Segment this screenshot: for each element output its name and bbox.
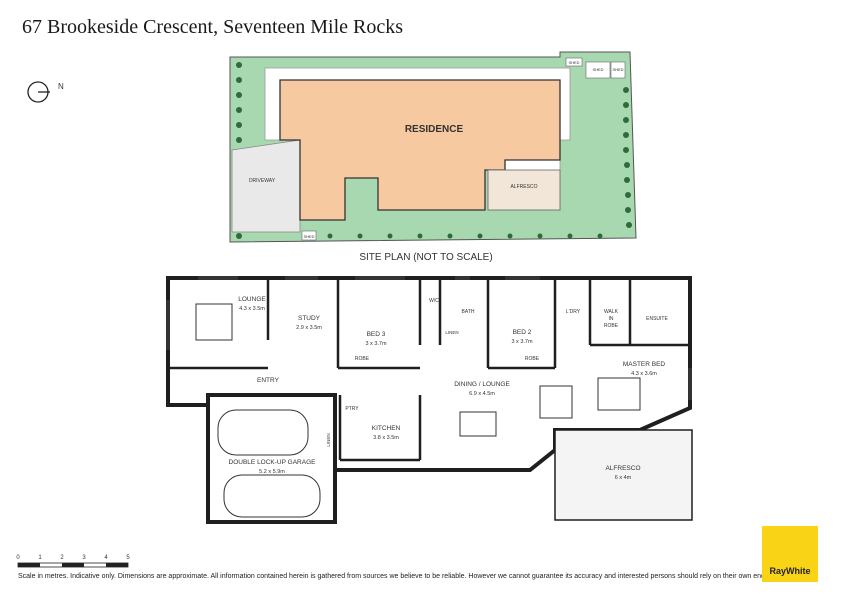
residence-footprint (279, 79, 561, 221)
car-icons (217, 409, 321, 518)
shed-small-label: SHED (568, 60, 579, 65)
dining-lounge-table (539, 385, 573, 419)
driveway (231, 139, 301, 233)
room-lounge-size: 4.3 x 3.5m (239, 306, 265, 312)
scale-tick-0: 0 (16, 555, 20, 561)
room-ensuite: ENSUITE (646, 316, 668, 322)
compass-icon: N (27, 81, 64, 103)
room-bed2-name: BED 2 (513, 329, 532, 336)
interior-walls (168, 278, 690, 462)
room-ptry: PTRY (345, 406, 359, 412)
room-wc: W/C (429, 298, 439, 304)
master-bed-furniture (597, 377, 641, 411)
room-bed2-size: 3 x 3.7m (511, 339, 533, 345)
scale-tick-5: 5 (126, 555, 130, 561)
room-master-name: MASTER BED (623, 361, 666, 368)
room-walkin-line3: ROBE (604, 323, 619, 329)
room-robe1: ROBE (355, 356, 370, 362)
scale-bar: 0 1 2 3 4 5 (16, 555, 130, 568)
room-alfresco-name: ALFRESCO (605, 465, 640, 472)
room-study-size: 2.9 x 3.5m (296, 325, 322, 331)
room-ldry: L'DRY (566, 309, 581, 315)
room-bed3-name: BED 3 (367, 331, 386, 338)
dining-table (459, 411, 497, 437)
room-linen1: LINEN (445, 330, 458, 335)
room-walkin-line2: IN (609, 316, 614, 322)
room-bath: BATH (462, 309, 475, 315)
room-linen2: LINEN (326, 433, 331, 446)
shed-large-label: SHED (592, 67, 603, 72)
site-plan: RESIDENCE DRIVEWAY ALFRESCO SHED SHED SH… (229, 51, 637, 263)
site-alfresco (487, 169, 561, 211)
shed-bottom-label: SHED (303, 234, 314, 239)
alfresco-floor (554, 429, 693, 521)
room-bed3-size: 3 x 3.7m (365, 341, 387, 347)
room-master-size: 4.3 x 3.6m (631, 371, 657, 377)
floor-plan (166, 276, 693, 524)
hedge-dots (236, 62, 632, 239)
windows (166, 276, 692, 400)
room-kitchen-name: KITCHEN (372, 425, 401, 432)
shed-right-label: SHED (612, 67, 623, 72)
room-alfresco-size: 6 x 4m (615, 475, 632, 481)
room-kitchen-size: 3.8 x 3.5m (373, 435, 399, 441)
room-labels: LOUNGE 4.3 x 3.5m STUDY 2.9 x 3.5m BED 3… (229, 296, 669, 481)
room-dining-size: 6.9 x 4.5m (469, 391, 495, 397)
room-garage-name: DOUBLE LOCK-UP GARAGE (229, 459, 317, 466)
brand-name: RayWhite (769, 566, 811, 576)
scale-tick-4: 4 (104, 555, 108, 561)
raywhite-logo: RayWhite (762, 526, 818, 582)
room-study-name: STUDY (298, 315, 321, 322)
room-garage-size: 5.2 x 5.9m (259, 469, 285, 475)
room-lounge-name: LOUNGE (238, 296, 266, 303)
page-title: 67 Brookeside Crescent, Seventeen Mile R… (22, 16, 404, 38)
site-alfresco-label: ALFRESCO (511, 184, 538, 190)
room-dining-name: DINING / LOUNGE (454, 381, 510, 388)
room-walkin-line1: WALK (604, 309, 619, 315)
room-robe2: ROBE (525, 356, 540, 362)
lounge-table (195, 303, 233, 341)
compass-north-label: N (58, 82, 64, 91)
site-plan-caption: SITE PLAN (NOT TO SCALE) (359, 252, 492, 263)
residence-label: RESIDENCE (405, 124, 464, 135)
scale-tick-1: 1 (38, 555, 42, 561)
driveway-label: DRIVEWAY (249, 178, 276, 184)
room-entry: ENTRY (257, 377, 280, 384)
scale-tick-3: 3 (82, 555, 86, 561)
disclaimer-text: Scale in metres. Indicative only. Dimens… (18, 573, 784, 580)
scale-tick-2: 2 (60, 555, 64, 561)
